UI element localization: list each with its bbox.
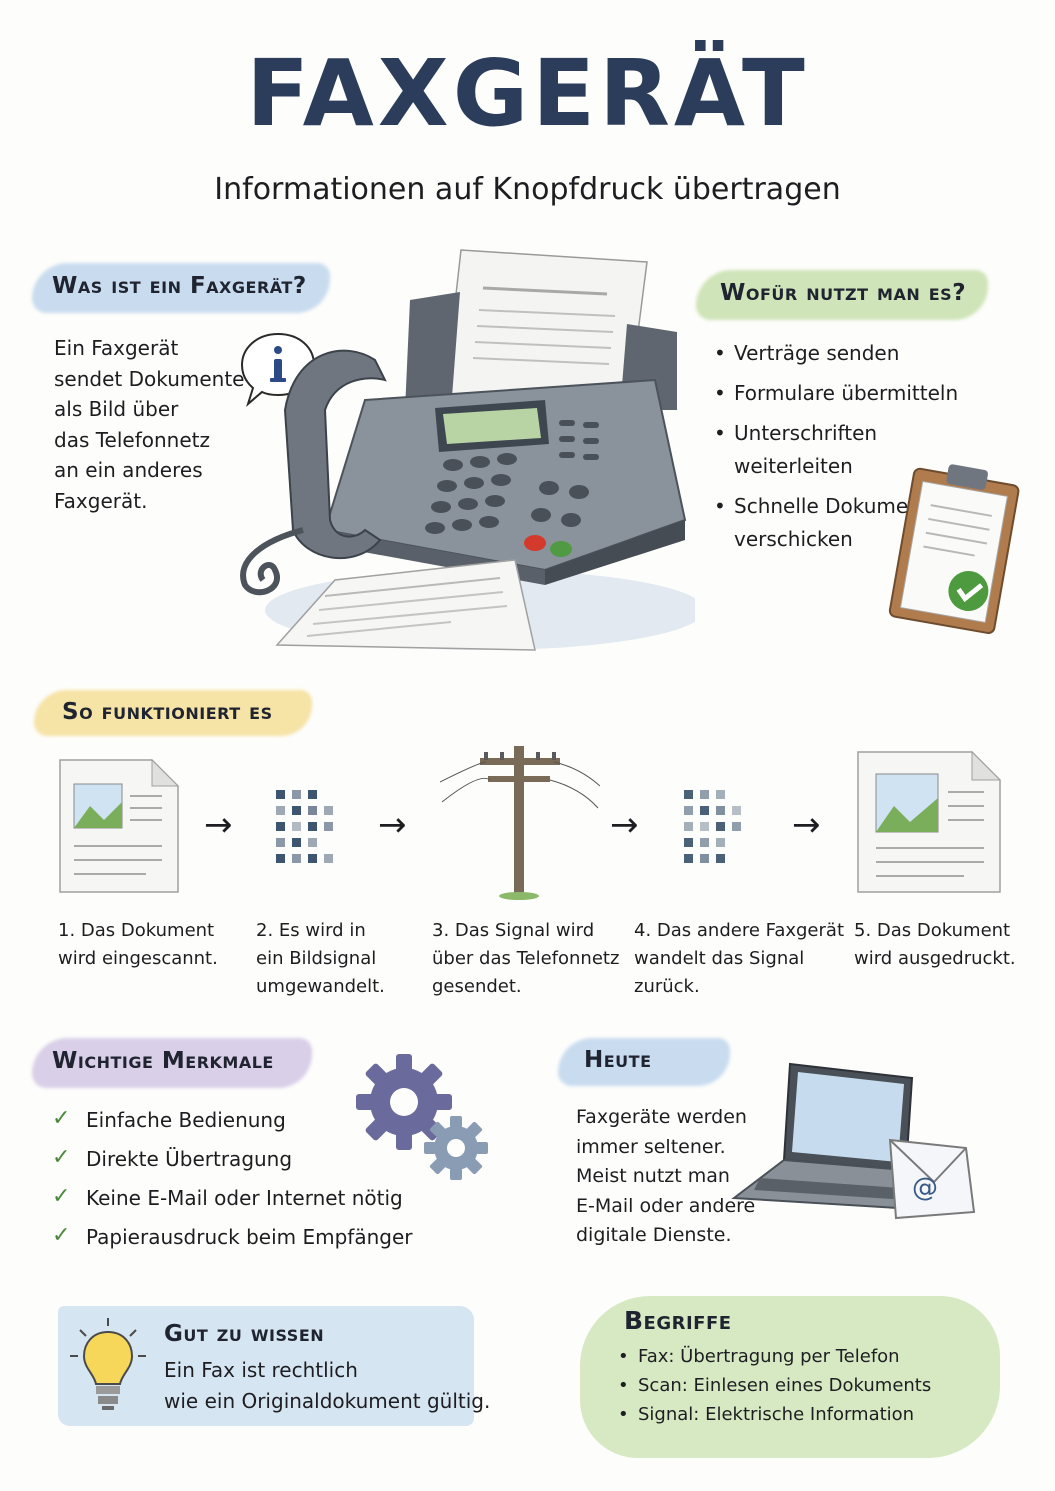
tip-line: Ein Fax ist rechtlich xyxy=(164,1358,358,1382)
page-title: FAXGERÄT xyxy=(246,40,809,147)
today-line: digitale Dienste. xyxy=(576,1224,732,1246)
step-text: 4. Das andere Faxgerät xyxy=(634,920,844,941)
lightbulb-icon xyxy=(70,1318,146,1410)
list-item-text: Signal: Elektrische Information xyxy=(638,1404,915,1425)
step-text: 3. Das Signal wird xyxy=(432,920,595,941)
terms-list: Fax: Übertragung per Telefon Scan: Einle… xyxy=(618,1342,931,1429)
page-subtitle: Informationen auf Knopfdruck übertragen xyxy=(214,172,841,207)
arrow-icon: → xyxy=(378,805,407,845)
list-item: ✓ Keine E-Mail oder Internet nötig xyxy=(52,1184,412,1225)
laptop-email-icon: @ xyxy=(731,1062,976,1220)
pixel-signal-icon xyxy=(684,790,741,863)
list-item-text: Formulare übermitteln xyxy=(734,381,959,405)
step-4: 4. Das andere Faxgerät wandelt das Signa… xyxy=(634,917,844,1001)
list-item-text: Verträge senden xyxy=(734,341,900,365)
step-2: 2. Es wird in ein Bildsignal umgewandelt… xyxy=(256,917,385,1001)
today-text: Faxgeräte werden immer seltener. Meist n… xyxy=(576,1103,755,1251)
what-line: Faxgerät. xyxy=(54,488,148,513)
check-icon: ✓ xyxy=(52,1145,71,1170)
list-item: Scan: Einlesen eines Dokuments xyxy=(618,1371,931,1400)
step-text: 2. Es wird in xyxy=(256,920,366,941)
fax-machine-illustration xyxy=(240,249,695,651)
heading-wash xyxy=(34,690,312,736)
list-item: Formulare übermitteln xyxy=(714,377,958,410)
list-item: Fax: Übertragung per Telefon xyxy=(618,1342,931,1371)
pixel-signal-icon xyxy=(276,790,333,863)
what-line: an ein anderes xyxy=(54,458,203,482)
what-heading: Was ist ein Faxgerät? xyxy=(52,273,307,299)
features-list: ✓ Einfache Bedienung ✓ Direkte Übertragung… xyxy=(52,1106,413,1264)
list-item: Verträge senden xyxy=(714,337,958,370)
list-item: ✓ Einfache Bedienung xyxy=(52,1106,412,1147)
terms-heading: Begriffe xyxy=(624,1306,732,1335)
check-icon: ✓ xyxy=(52,1223,71,1248)
step-text: 5. Das Dokument xyxy=(854,920,1011,941)
list-item-text: Unterschriften xyxy=(734,421,878,445)
today-heading: Heute xyxy=(584,1047,652,1073)
heading-wash xyxy=(558,1038,730,1086)
list-item: Signal: Elektrische Information xyxy=(618,1400,931,1429)
at-sign-icon: @ xyxy=(912,1173,938,1203)
step-text: gesendet. xyxy=(432,976,522,997)
today-line: immer seltener. xyxy=(576,1135,726,1158)
use-heading: Wofür nutzt man es? xyxy=(720,280,967,306)
tip-line: wie ein Originaldokument gültig. xyxy=(164,1388,491,1413)
gears-icon xyxy=(356,1054,488,1180)
step-text: wird eingescannt. xyxy=(58,948,218,969)
list-item: ✓ Direkte Übertragung xyxy=(52,1145,412,1186)
heading-wash xyxy=(32,263,330,313)
list-item-text: weiterleiten xyxy=(734,454,853,478)
clipboard-check-icon xyxy=(888,464,1020,634)
step-text: wird ausgedruckt. xyxy=(854,948,1016,969)
how-heading: So funktioniert es xyxy=(62,699,273,725)
check-icon: ✓ xyxy=(52,1184,71,1209)
what-line: das Telefonnetz xyxy=(54,427,210,452)
list-item-text: verschicken xyxy=(734,527,853,551)
list-item-text: Direkte Übertragung xyxy=(86,1147,293,1171)
document-print-icon xyxy=(857,750,1002,893)
list-item-text: Einfache Bedienung xyxy=(86,1108,286,1132)
heading-wash xyxy=(696,270,988,320)
what-text: Ein Faxgerät sendet Dokumente als Bild ü… xyxy=(54,333,245,516)
step-1: 1. Das Dokument wird eingescannt. xyxy=(58,917,218,973)
tip-text: Ein Fax ist rechtlich wie ein Originaldo… xyxy=(164,1355,490,1416)
tip-heading: Gut zu wissen xyxy=(164,1321,325,1347)
use-list: Verträge senden Formulare übermitteln Un… xyxy=(714,337,958,556)
step-5: 5. Das Dokument wird ausgedruckt. xyxy=(854,917,1016,973)
step-text: zurück. xyxy=(634,976,700,997)
telephone-pole-icon xyxy=(440,746,600,900)
list-item-text: Papierausdruck beim Empfänger xyxy=(86,1225,413,1249)
arrow-icon: → xyxy=(204,805,233,845)
what-line: sendet Dokumente xyxy=(54,366,245,391)
list-item: ✓ Papierausdruck beim Empfänger xyxy=(52,1223,413,1264)
step-3: 3. Das Signal wird über das Telefonnetz … xyxy=(432,917,619,1001)
document-scan-icon xyxy=(59,758,180,893)
list-item-text: Scan: Einlesen eines Dokuments xyxy=(638,1375,932,1396)
step-text: umgewandelt. xyxy=(256,976,385,997)
today-line: Meist nutzt man xyxy=(576,1165,730,1187)
list-item-text: Keine E-Mail oder Internet nötig xyxy=(86,1186,403,1210)
list-item-text: Fax: Übertragung per Telefon xyxy=(638,1346,900,1367)
what-line: Ein Faxgerät xyxy=(54,336,179,360)
step-text: wandelt das Signal xyxy=(634,948,805,969)
arrow-icon: → xyxy=(792,805,821,845)
step-text: ein Bildsignal xyxy=(256,948,377,969)
heading-wash xyxy=(32,1038,312,1088)
features-heading: Wichtige Merkmale xyxy=(52,1048,274,1074)
arrow-icon: → xyxy=(610,805,639,845)
today-line: E-Mail oder andere xyxy=(576,1194,756,1217)
list-item: Unterschriften weiterleiten xyxy=(714,417,958,483)
check-icon: ✓ xyxy=(52,1106,71,1131)
step-text: 1. Das Dokument xyxy=(58,920,215,941)
today-line: Faxgeräte werden xyxy=(576,1106,747,1128)
what-line: als Bild über xyxy=(54,397,179,421)
step-text: über das Telefonnetz xyxy=(432,948,620,969)
